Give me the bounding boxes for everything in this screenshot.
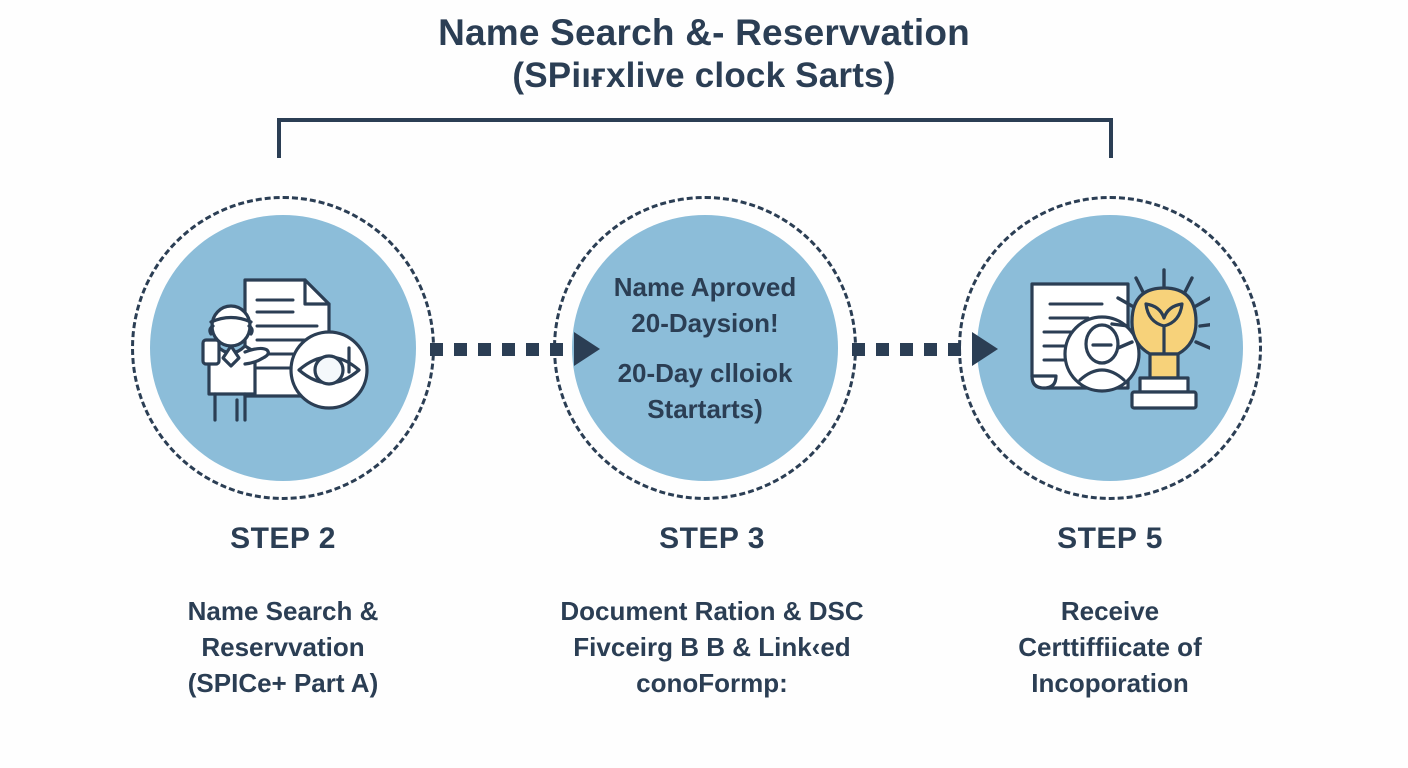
step-label-2: STEP 3 <box>659 522 765 555</box>
bubble-line-1: Name Aproved <box>613 272 797 302</box>
step-disc-1 <box>150 215 416 481</box>
arrow-dot <box>900 342 913 356</box>
bubble-text: Name Aproved 20-Daysion! 20-Day clloiok … <box>585 269 825 427</box>
steps-row: Name Aproved 20-Daysion! 20-Day clloiok … <box>0 196 1408 526</box>
bubble-line-2: 20-Daysion! <box>631 308 779 338</box>
step-node-3[interactable] <box>958 196 1262 500</box>
title-line-2: (SPiıғxlive clock Sarts) <box>512 56 896 95</box>
connector-arrow-1 <box>430 332 600 366</box>
arrow-dot <box>502 342 515 356</box>
bubble-line-3: 20-Day clloiok <box>617 358 793 388</box>
step-node-2[interactable]: Name Aproved 20-Daysion! 20-Day clloiok … <box>553 196 857 500</box>
arrow-dot <box>478 342 491 356</box>
bubble-gap <box>585 341 825 355</box>
arrow-dot <box>876 342 889 356</box>
step-description-1: Name Search & Reservvation (SPICe+ Part … <box>103 593 463 701</box>
desc-line: Incoporation <box>1031 668 1189 698</box>
step-description-2: Document Ration & DSC Fivceirg B B & Lin… <box>532 593 892 701</box>
arrow-dot <box>924 342 937 356</box>
step-caption-3: STEP 5 Receive Certtiffiicate of Incopor… <box>930 522 1290 701</box>
step-label-1: STEP 2 <box>230 522 336 555</box>
step-caption-2: STEP 3 Document Ration & DSC Fivceirg B … <box>532 522 892 701</box>
arrow-dot <box>526 342 539 356</box>
desc-line: Receive <box>1060 596 1160 626</box>
step-disc-3 <box>977 215 1243 481</box>
connector-arrow-2 <box>852 332 998 366</box>
step-label-3: STEP 5 <box>1057 522 1163 555</box>
title-span-bracket <box>277 118 1113 158</box>
desc-line: Name Search & <box>187 596 379 626</box>
desc-line: (SPICe+ Part A) <box>187 668 379 698</box>
step-caption-1: STEP 2 Name Search & Reservvation (SPICe… <box>103 522 463 701</box>
desc-line: Document Ration & DSC <box>560 596 864 626</box>
arrow-dot <box>550 342 563 356</box>
arrow-dot <box>430 342 443 356</box>
certificate-avatar-bulb-icon <box>1030 268 1210 410</box>
person-document-eye-icon <box>201 278 369 422</box>
step-description-3: Receive Certtiffiicate of Incoporation <box>930 593 1290 701</box>
step-disc-2: Name Aproved 20-Daysion! 20-Day clloiok … <box>572 215 838 481</box>
desc-line: conoFormp: <box>636 668 788 698</box>
arrow-head-icon <box>574 332 600 366</box>
title-line-1: Name Search &- Reservvation <box>438 12 970 53</box>
arrow-dot <box>454 342 467 356</box>
desc-line: Certtiffiicate of <box>1018 632 1202 662</box>
page-title: Name Search &- Reservvation (SPiıғxlive … <box>0 12 1408 98</box>
step-node-1[interactable] <box>131 196 435 500</box>
arrow-head-icon <box>972 332 998 366</box>
bubble-line-4: Startarts) <box>647 394 763 424</box>
desc-line: Reservvation <box>201 632 365 662</box>
desc-line: Fivceirg B B & Link‹ed <box>573 632 851 662</box>
arrow-dot <box>852 342 865 356</box>
arrow-dot <box>948 342 961 356</box>
